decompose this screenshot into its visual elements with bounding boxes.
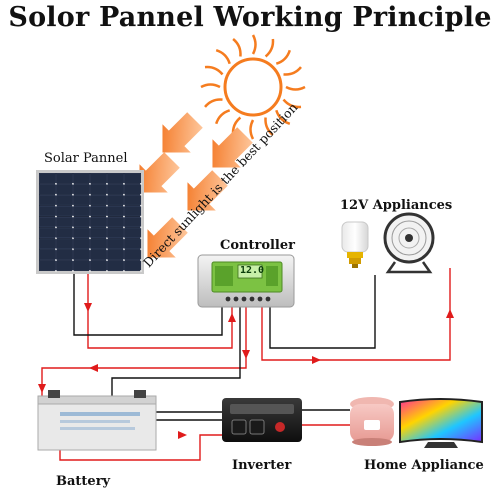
current-arrow-icon [89, 364, 98, 372]
current-arrow-icon [228, 313, 236, 322]
sunlight-arrow-icon [187, 170, 228, 211]
current-arrow-icon [38, 384, 46, 393]
home-appliance-label: Home Appliance [364, 458, 484, 473]
inverter-icon [222, 398, 302, 442]
inverter-label: Inverter [232, 458, 292, 473]
battery-icon [37, 390, 157, 451]
battery-label: Battery [56, 474, 111, 489]
current-arrow-icon [84, 303, 92, 312]
desk-fan-icon [383, 212, 435, 274]
title-bar: Solor Pannel Working Principle [0, 0, 500, 40]
current-arrow-icon [312, 356, 321, 364]
solar-panel-label: Solar Pannel [44, 151, 128, 166]
load-negative-wire [269, 275, 376, 349]
sunlight-arrow-icon [139, 152, 180, 193]
appliances-12v-label: 12V Appliances [340, 198, 453, 213]
current-arrow-icon [242, 350, 250, 359]
current-arrows [38, 303, 454, 439]
current-arrow-icon [446, 309, 454, 318]
rice-cooker-icon [350, 397, 394, 446]
inverter-positive-wire [59, 434, 222, 461]
battery-negative-wire [111, 305, 241, 405]
sunlight-arrow-icon [147, 217, 188, 258]
solar-panel [36, 170, 144, 274]
charge-controller [197, 254, 295, 308]
panel-negative-wire [73, 274, 223, 336]
led-bulb-icon [341, 221, 369, 268]
controller-label: Controller [220, 238, 295, 253]
current-arrow-icon [178, 431, 187, 439]
page-title: Solor Pannel Working Principle [8, 2, 492, 33]
sunlight-arrow-icon [212, 127, 253, 168]
television-icon [399, 398, 483, 448]
sunlight-arrow-icon [162, 112, 203, 153]
sun-icon [200, 34, 306, 140]
controller-display: 12.0 [240, 265, 265, 276]
